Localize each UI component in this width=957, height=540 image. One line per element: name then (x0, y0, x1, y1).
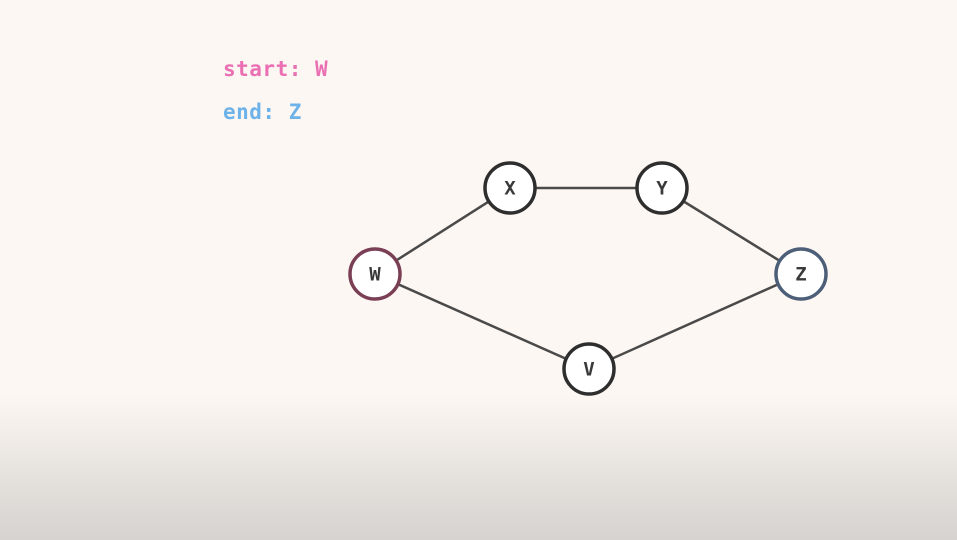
graph-nodes: W X Y Z V (348, 161, 828, 396)
node-w: W (348, 247, 402, 301)
node-z: Z (774, 247, 828, 301)
node-circle-x (483, 161, 537, 215)
node-x: X (483, 161, 537, 215)
node-circle-v (562, 342, 616, 396)
node-y: Y (635, 161, 689, 215)
start-legend: start: W (223, 57, 328, 81)
node-v: V (562, 342, 616, 396)
start-value: W (315, 57, 329, 81)
node-circle-z (774, 247, 828, 301)
node-label-y: Y (656, 178, 668, 200)
edge-w-v (374, 272, 590, 371)
node-label-z: Z (795, 264, 806, 286)
start-label: start: (223, 57, 302, 81)
edge-v-z (588, 272, 802, 371)
node-circle-w (348, 247, 402, 301)
edge-y-z (661, 186, 802, 276)
node-label-w: W (369, 264, 381, 286)
end-legend: end: Z (223, 100, 302, 124)
node-label-v: V (583, 359, 594, 381)
graph-edges (374, 186, 802, 371)
node-label-x: X (504, 178, 516, 200)
end-label: end: (223, 100, 276, 124)
end-value: Z (288, 100, 302, 124)
node-circle-y (635, 161, 689, 215)
